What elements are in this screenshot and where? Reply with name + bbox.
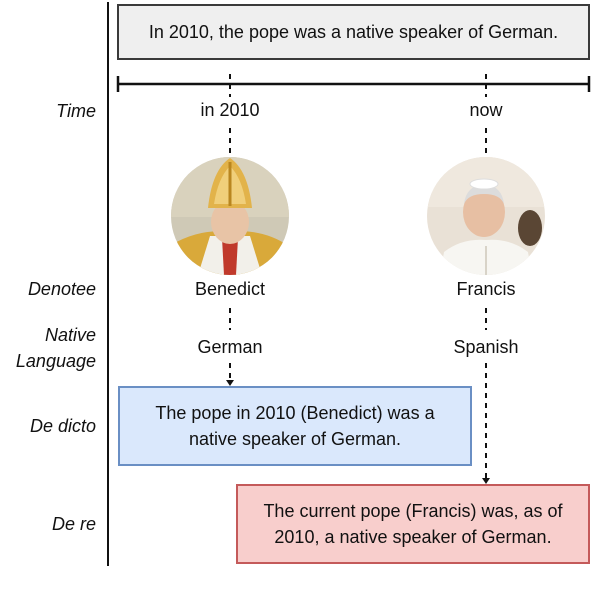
de-dicto-reading-text: The pope in 2010 (Benedict) was a native… [155, 403, 435, 449]
row-label-denotee: Denotee [27, 279, 96, 299]
row-label-time: Time [56, 101, 96, 121]
left-language: German [197, 337, 263, 357]
de-re-reading-box: The current pope (Francis) was, as of 20… [236, 484, 590, 564]
row-label-de-re: De re [51, 514, 96, 534]
example-sentence-box: In 2010, the pope was a native speaker o… [117, 4, 590, 60]
benedict-portrait-icon [171, 157, 289, 275]
example-sentence: In 2010, the pope was a native speaker o… [148, 21, 559, 42]
right-arrowhead [482, 478, 490, 484]
right-denotee-name: Francis [456, 279, 516, 299]
right-language: Spanish [453, 337, 519, 357]
row-label-native-language-line1: Native [44, 325, 96, 345]
left-time-label: in 2010 [200, 100, 260, 120]
timeline-axis [116, 76, 591, 92]
row-label-de-dicto: De dicto [29, 416, 96, 436]
right-time-label: now [469, 100, 503, 120]
left-denotee-name: Benedict [194, 279, 266, 299]
de-re-reading-text: The current pope (Francis) was, as of 20… [263, 501, 563, 547]
francis-portrait-icon [427, 157, 545, 275]
row-label-native-language-line2: Language [15, 351, 96, 371]
de-dicto-reading-box: The pope in 2010 (Benedict) was a native… [118, 386, 472, 466]
left-arrowhead [226, 380, 234, 386]
